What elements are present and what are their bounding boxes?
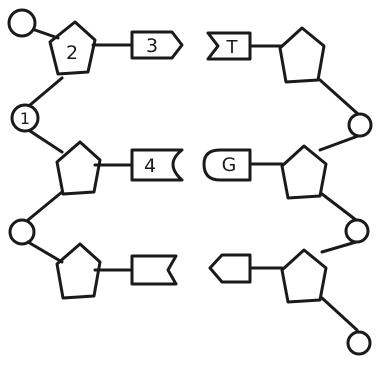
- base-top-right: [206, 31, 252, 61]
- bond-phosphate-sugar: [320, 240, 358, 254]
- bond-sugar-phosphate: [318, 78, 360, 116]
- base-label: 3: [146, 35, 158, 57]
- base-bottom-right: [208, 253, 252, 284]
- phosphate-right-2: [344, 218, 370, 244]
- sugar-mid-left: [55, 140, 102, 196]
- bond-phosphate-sugar: [28, 129, 64, 154]
- bond-sugar-phosphate: [320, 192, 358, 222]
- bond-sugar-phosphate: [26, 190, 64, 222]
- sugar-top-left: [48, 20, 97, 76]
- phosphate-bottom-left: [8, 218, 36, 246]
- phosphate-right-1: [347, 112, 373, 138]
- sugar-top-right: [278, 26, 326, 84]
- bond-sugar-phosphate: [28, 76, 64, 107]
- phosphate-right-3: [346, 330, 372, 356]
- base-label: G: [222, 154, 237, 176]
- sugar-mid-right: [280, 144, 328, 200]
- bond-phosphate-sugar: [318, 134, 360, 152]
- bond-phosphate-sugar: [33, 28, 60, 40]
- sugar-label: 2: [66, 42, 78, 64]
- phosphate-mid-left: [10, 103, 40, 133]
- sugar-bottom-left: [55, 242, 102, 300]
- bond-sugar-phosphate: [320, 296, 359, 332]
- phosphate-label: 1: [20, 109, 30, 128]
- base-bottom-left: [130, 254, 178, 286]
- base-mid-right: [202, 148, 252, 182]
- phosphate-top-left: [7, 8, 37, 38]
- bond-phosphate-sugar: [26, 240, 64, 264]
- base-label: 4: [144, 155, 156, 177]
- base-top-left: [130, 30, 184, 60]
- base-mid-left: [130, 148, 184, 182]
- sugar-bottom-right: [280, 248, 328, 304]
- base-label: T: [226, 37, 239, 58]
